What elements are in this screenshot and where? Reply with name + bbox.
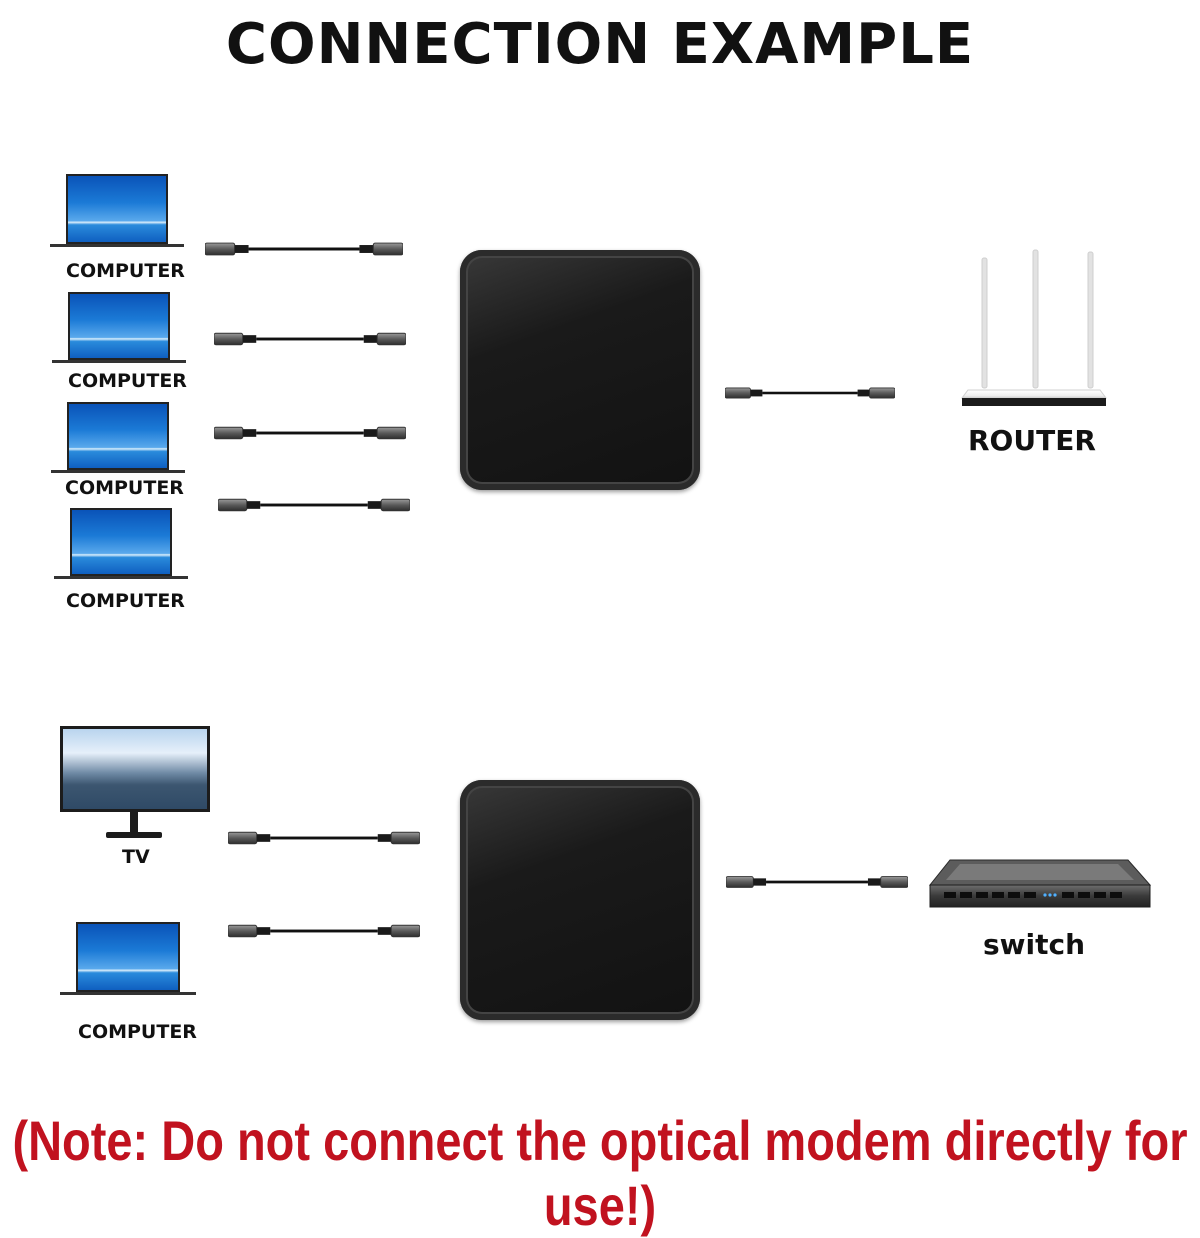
- computer-label: COMPUTER: [65, 477, 184, 499]
- ethernet-cable-icon: [726, 876, 908, 888]
- laptop-icon: [68, 292, 170, 360]
- laptop-icon: [67, 402, 169, 470]
- laptop-icon: [76, 922, 180, 992]
- laptop-icon: [70, 508, 172, 576]
- computer-label: COMPUTER: [68, 370, 187, 392]
- page-title: CONNECTION EXAMPLE: [225, 12, 975, 77]
- adapter-icon: [460, 780, 700, 1020]
- tv-label: TV: [122, 846, 150, 868]
- warning-note: (Note: Do not connect the optical modem …: [12, 1109, 1188, 1237]
- ethernet-cable-icon: [725, 387, 895, 399]
- ethernet-cable-icon: [214, 332, 406, 346]
- adapter-icon: [460, 250, 700, 490]
- computer-label: COMPUTER: [66, 260, 185, 282]
- ethernet-cable-icon: [205, 242, 403, 256]
- ethernet-cable-icon: [228, 924, 420, 938]
- ethernet-cable-icon: [228, 831, 420, 845]
- ethernet-cable-icon: [218, 498, 410, 512]
- switch-icon: [928, 859, 1152, 908]
- computer-label: COMPUTER: [66, 590, 185, 612]
- router-icon: [961, 249, 1107, 406]
- ethernet-cable-icon: [214, 426, 406, 440]
- router-label: ROUTER: [968, 424, 1096, 457]
- switch-label: switch: [983, 928, 1086, 961]
- diagram-graphics: [205, 242, 1152, 938]
- computer-label: COMPUTER: [78, 1021, 197, 1043]
- laptop-icon: [66, 174, 168, 244]
- monitor-icon: [60, 726, 210, 812]
